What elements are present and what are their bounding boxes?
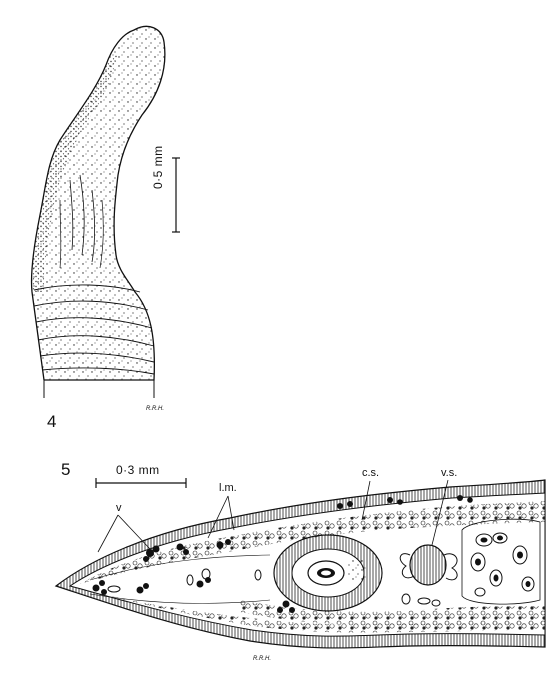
figure-4-proboscis	[30, 25, 166, 398]
proboscis-shading	[31, 52, 119, 292]
uterine-eggs	[461, 518, 541, 605]
leader-lines	[97, 479, 449, 553]
figure-4-signature: R.R.H.	[146, 406, 164, 412]
label-vs: v.s.	[441, 467, 458, 479]
label-lm: l.m.	[219, 482, 237, 494]
small-organs	[107, 568, 441, 607]
longitudinal-muscles	[89, 554, 271, 604]
cirrus-sac	[273, 534, 383, 612]
figure-5-signature: R.R.H.	[253, 656, 271, 662]
scale-bar-fig4	[172, 157, 180, 233]
figure-5-number: 5	[61, 460, 71, 479]
scale-bar-fig5	[95, 478, 187, 488]
figure-5-section	[54, 479, 546, 649]
dorsal-cell-layer	[80, 501, 545, 584]
label-cs: c.s.	[362, 467, 380, 479]
ventral-cell-layer	[80, 588, 545, 633]
scale-label-fig5: 0·3 mm	[116, 463, 160, 477]
seminal-vesicle	[399, 544, 458, 586]
figure-4-number: 4	[47, 412, 57, 431]
vitellaria	[92, 495, 473, 613]
label-v: v	[116, 502, 122, 514]
scale-label-fig4: 0·5 mm	[151, 145, 165, 189]
